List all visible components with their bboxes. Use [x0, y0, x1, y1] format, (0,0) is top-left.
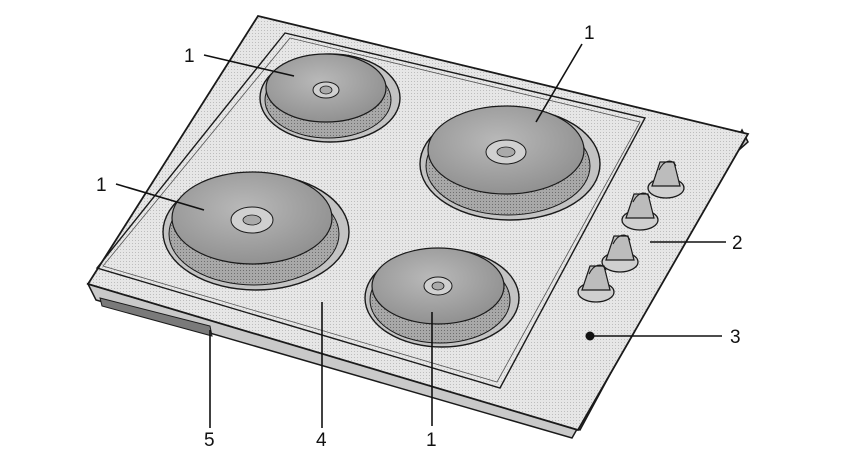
callout-hob-surface: 4 — [316, 430, 327, 451]
knob-1 — [647, 160, 685, 199]
indicator-light — [585, 331, 595, 341]
hotplate-center-dot — [319, 85, 333, 95]
leader-hotplate-front-left — [115, 183, 205, 211]
knob-2 — [621, 192, 659, 231]
hotplate-back-left-group — [259, 53, 401, 143]
callout-control-knobs: 2 — [732, 233, 743, 254]
callout-indicator-light: 3 — [730, 327, 741, 348]
hotplate-center-dot — [242, 214, 262, 226]
hob-inner-panel — [95, 32, 647, 389]
control-knobs — [577, 160, 685, 303]
leader-lines — [115, 43, 726, 428]
leader-hotplate-back-left — [203, 54, 295, 77]
hotplate-front-left-group — [162, 171, 350, 291]
callout-hotplate-back-left: 1 — [184, 46, 195, 67]
callout-hotplate-front-left: 1 — [96, 175, 107, 196]
hotplate-front-right-group — [364, 247, 520, 348]
hotplate-center-dot — [431, 281, 445, 291]
callout-hob-frame: 5 — [204, 430, 215, 451]
hob-body — [86, 14, 750, 439]
callout-hotplate-front-right: 1 — [426, 430, 437, 451]
hob-inner-panel-shadow — [102, 37, 641, 383]
callout-hotplate-back-right: 1 — [584, 23, 595, 44]
callout-labels: 1 1 1 2 3 4 1 5 — [96, 23, 743, 451]
knob-3 — [601, 234, 639, 273]
hotplate-back-right-group — [419, 105, 601, 221]
hob-frame-trim — [99, 297, 213, 337]
hotplate-center-dot — [496, 146, 516, 158]
knob-4 — [577, 264, 615, 303]
leader-hotplate-back-right — [535, 43, 583, 123]
hob-surface — [86, 14, 750, 432]
